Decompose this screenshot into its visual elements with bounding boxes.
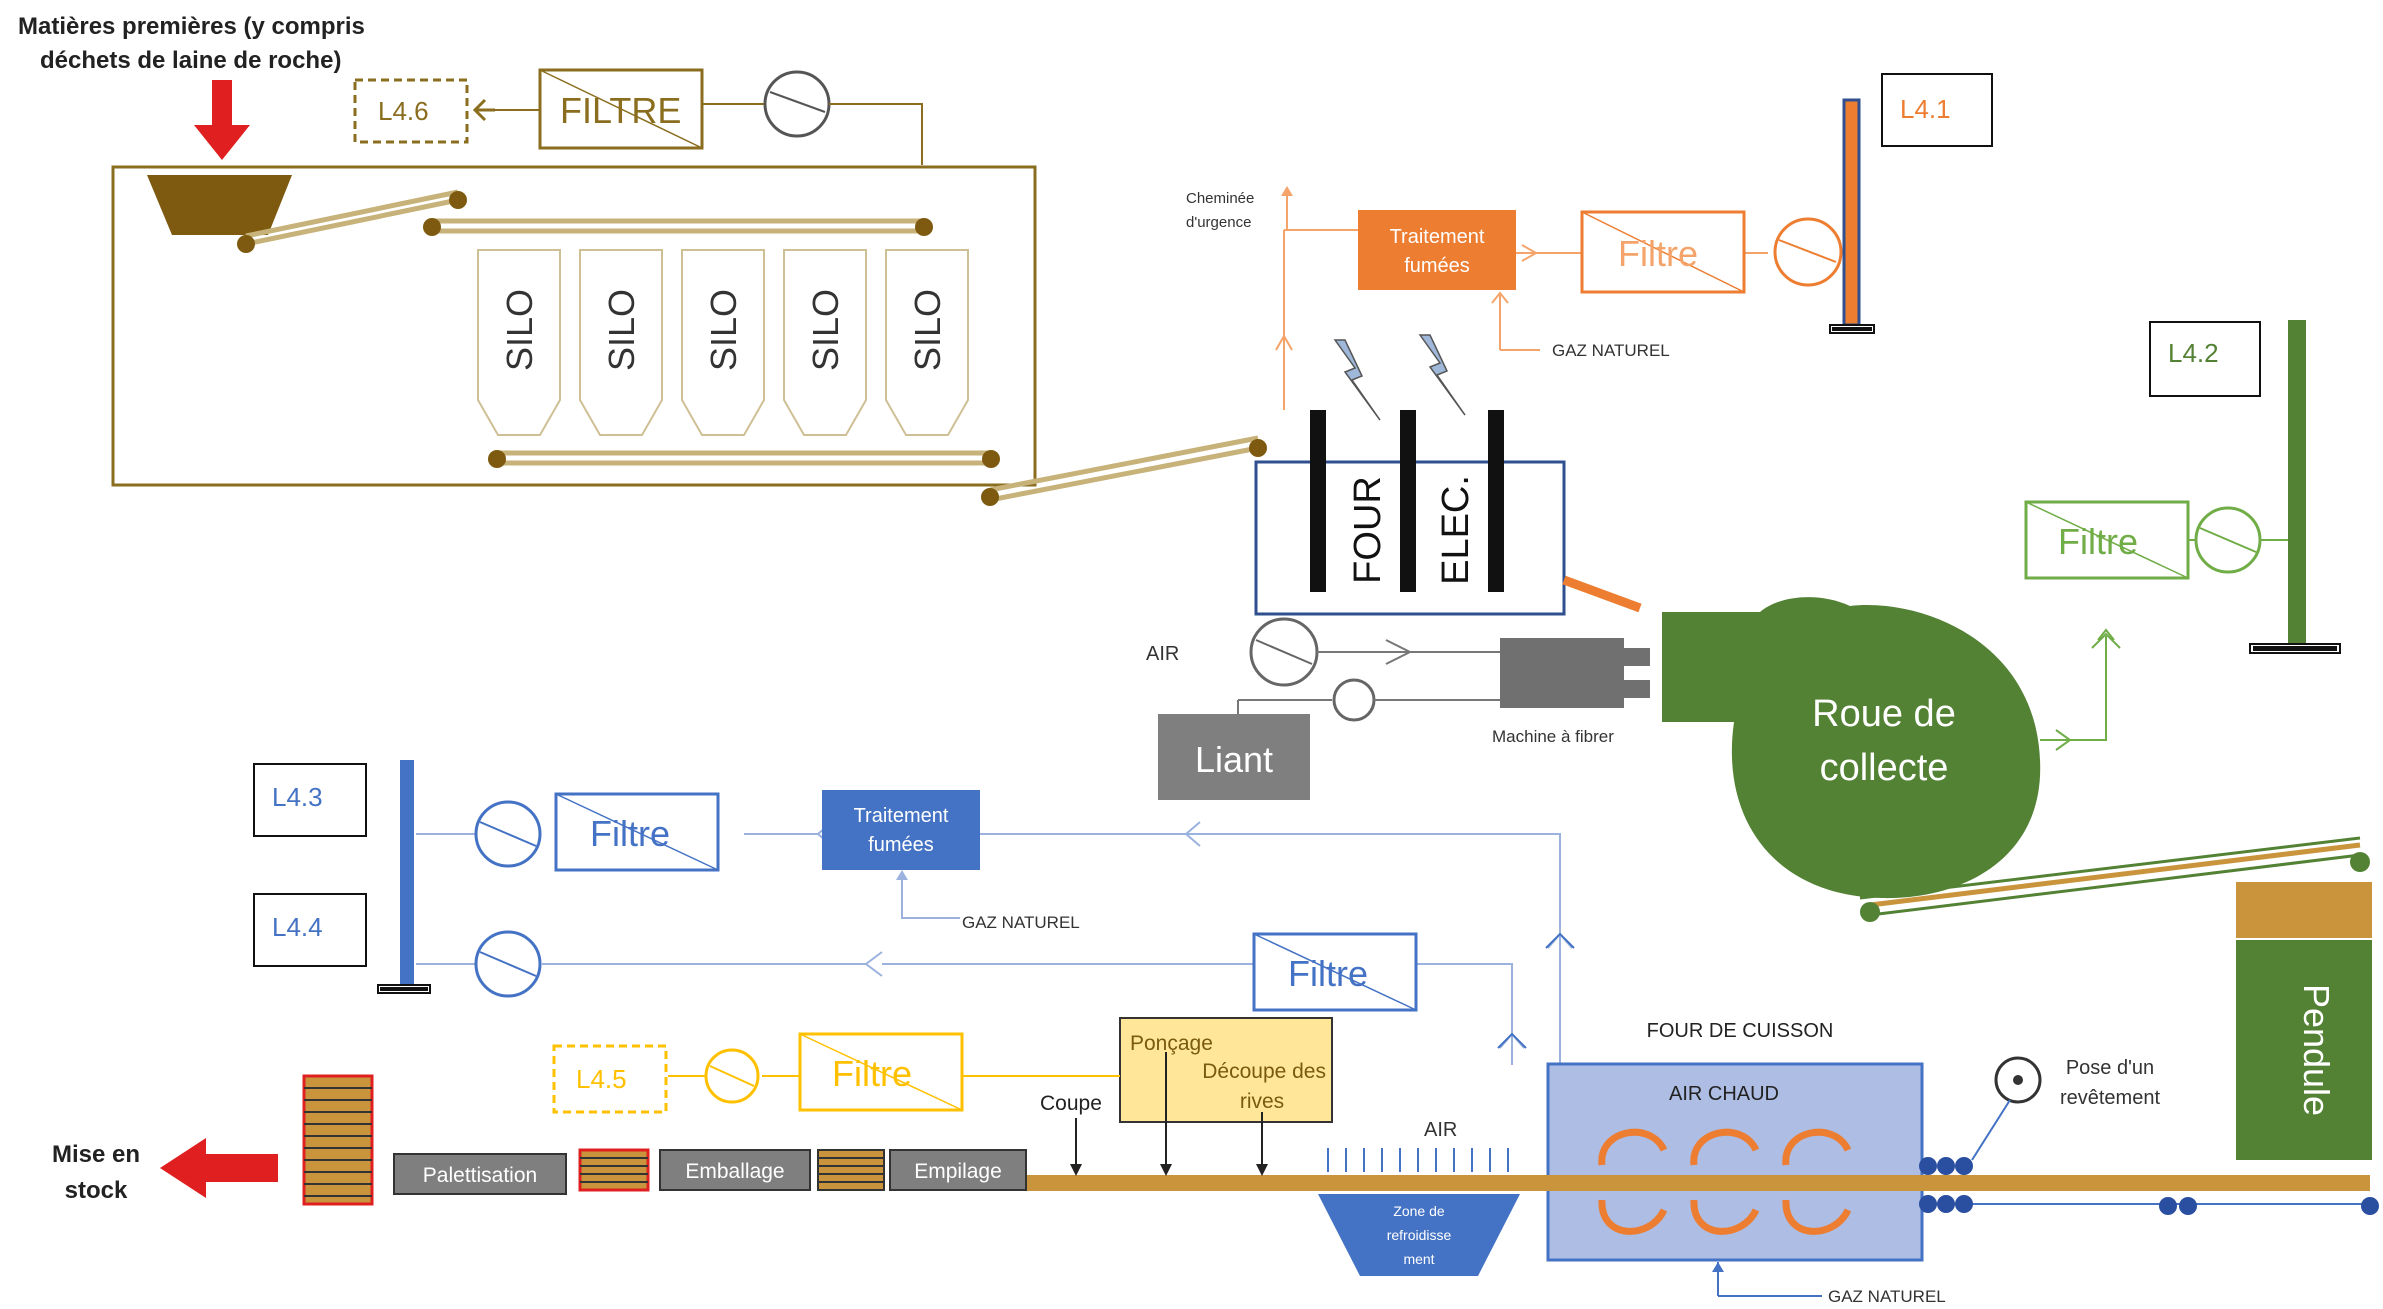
pump-icon-binder	[1332, 678, 1376, 722]
flue-treatment-orange	[1358, 210, 1516, 290]
emission-label-l4-1: L4.1	[1900, 94, 1951, 124]
emergency-stack-label-1: Cheminée	[1186, 190, 1254, 207]
sanding-label: Ponçage	[1130, 1032, 1213, 1055]
packing-label: Emballage	[685, 1160, 784, 1183]
cooling-zone-line3: ment	[1403, 1251, 1434, 1267]
stack-l4-3-l4-4	[400, 760, 414, 988]
filter-label-yellow: Filtre	[832, 1053, 912, 1094]
collection-wheel-line1: Roue de	[1812, 693, 1956, 735]
stack-l4-2	[2288, 320, 2306, 644]
sanding-box	[1119, 1017, 1333, 1123]
furnace-section: FOUR ELEC. Cheminée d'urgence Traitement…	[1186, 73, 1993, 616]
stacked-boards-icon-1	[817, 1149, 885, 1191]
natural-gas-label-oven: GAZ NATUREL	[1828, 1287, 1946, 1304]
silo-label-5: SILO	[907, 289, 948, 371]
pendulum-label: Pendule	[2296, 984, 2337, 1116]
curing-oven-title: FOUR DE CUISSON	[1647, 1020, 1834, 1042]
emission-label-l4-5: L4.5	[576, 1064, 627, 1094]
raw-materials-label-line2: déchets de laine de roche)	[40, 47, 341, 74]
blue-exhaust-section: Traitement fumées GAZ NATUREL Filtre Fil…	[253, 760, 1575, 1065]
binder-label: Liant	[1195, 739, 1273, 780]
emission-box-l4-2	[2149, 321, 2261, 397]
pendulum-box	[2236, 940, 2372, 1160]
filter-label-orange: Filtre	[1618, 233, 1698, 274]
emission-point-l4-5	[552, 1044, 668, 1114]
filter-label-blue-lower: Filtre	[1288, 953, 1368, 994]
coating-label-1: Pose d'un	[2066, 1057, 2154, 1079]
emission-point-l4-6	[353, 78, 469, 144]
air-label-cooling: AIR	[1424, 1119, 1457, 1141]
silo-1	[477, 249, 561, 436]
natural-gas-label-orange: GAZ NATUREL	[1552, 341, 1670, 360]
silo-2	[579, 249, 663, 436]
collection-wheel-line2: collecte	[1820, 747, 1949, 789]
coating-label-2: revêtement	[2060, 1087, 2160, 1109]
emergency-stack-label-2: d'urgence	[1186, 214, 1251, 231]
fiberizer-label: Machine à fibrer	[1492, 727, 1614, 746]
filter-label-blue-upper: Filtre	[590, 813, 670, 854]
silo-group	[477, 249, 969, 436]
product-belt	[1026, 1175, 2370, 1191]
emission-label-l4-3: L4.3	[272, 782, 323, 812]
silo-label-1: SILO	[499, 289, 540, 371]
collection-wheel	[1662, 597, 2041, 899]
palletizing-box	[393, 1153, 567, 1195]
storage-label-line1: Mise en	[52, 1141, 140, 1168]
raw-material-section: Matières premières (y compris déchets de…	[18, 13, 1267, 506]
stacking-box	[889, 1149, 1027, 1191]
emission-label-l4-2: L4.2	[2168, 338, 2219, 368]
emission-label-l4-6: L4.6	[378, 96, 429, 126]
furnace-label-elec: ELEC.	[1435, 475, 1477, 585]
storage-label-line2: stock	[65, 1177, 128, 1204]
edge-cutting-line1: Découpe des	[1202, 1060, 1326, 1083]
flue-treatment-blue	[822, 790, 980, 870]
packing-box	[659, 1149, 811, 1191]
emission-box-l4-1	[1881, 73, 1993, 147]
fiberizing-machine	[1500, 638, 1624, 708]
flue-treatment-orange-line1: Traitement	[1390, 226, 1485, 248]
fan-icon-brown	[763, 70, 831, 138]
hot-air-circulation-icon	[1598, 1128, 1852, 1235]
cut-label: Coupe	[1040, 1092, 1102, 1115]
silo-5	[885, 249, 969, 436]
raw-materials-label-line1: Matières premières (y compris	[18, 13, 365, 40]
emission-box-l4-3	[253, 763, 367, 837]
flue-treatment-orange-line2: fumées	[1404, 255, 1470, 277]
natural-gas-label-blue: GAZ NATUREL	[962, 913, 1080, 932]
production-line: FOUR DE CUISSON AIR CHAUD Pose d'un revê…	[52, 1017, 2379, 1306]
binder-box	[1158, 714, 1310, 800]
emission-label-l4-4: L4.4	[272, 912, 323, 942]
silo-label-4: SILO	[805, 289, 846, 371]
cooling-zone	[1318, 1194, 1520, 1276]
air-label-fiberizer: AIR	[1146, 643, 1179, 665]
palletizing-label: Palettisation	[423, 1164, 537, 1187]
lightning-icon-1	[1333, 339, 1381, 421]
filter-label-brown: FILTRE	[560, 90, 681, 131]
raw-material-input-arrow-icon	[194, 80, 250, 160]
silo-label-3: SILO	[703, 289, 744, 371]
silo-3	[681, 249, 765, 436]
cooling-zone-line1: Zone de	[1393, 1203, 1445, 1219]
filter-label-green: Filtre	[2058, 521, 2138, 562]
emission-box-l4-4	[253, 893, 367, 967]
silo-label-2: SILO	[601, 289, 642, 371]
stack-l4-1	[1842, 98, 1861, 327]
cooling-air-arrows	[1327, 1148, 1509, 1172]
pallet-stack-icon	[302, 1074, 374, 1206]
hot-air-label: AIR CHAUD	[1669, 1083, 1779, 1105]
storage-output-arrow-icon	[160, 1138, 278, 1198]
furnace-label-four: FOUR	[1347, 476, 1389, 584]
flue-treatment-blue-line2: fumées	[868, 834, 934, 856]
stacking-label: Empilage	[914, 1160, 1002, 1183]
edge-cutting-line2: rives	[1240, 1090, 1284, 1113]
packed-boards-icon	[578, 1148, 650, 1192]
flue-treatment-blue-line1: Traitement	[854, 805, 949, 827]
silo-enclosure	[111, 165, 1037, 487]
lightning-icon-2	[1418, 334, 1466, 416]
hopper-icon	[147, 175, 292, 235]
cooling-zone-line2: refroidisse	[1387, 1227, 1452, 1243]
silo-4	[783, 249, 867, 436]
fiberizing-section: AIR Liant Machine à fibrer Roue de colle…	[1146, 320, 2372, 1160]
